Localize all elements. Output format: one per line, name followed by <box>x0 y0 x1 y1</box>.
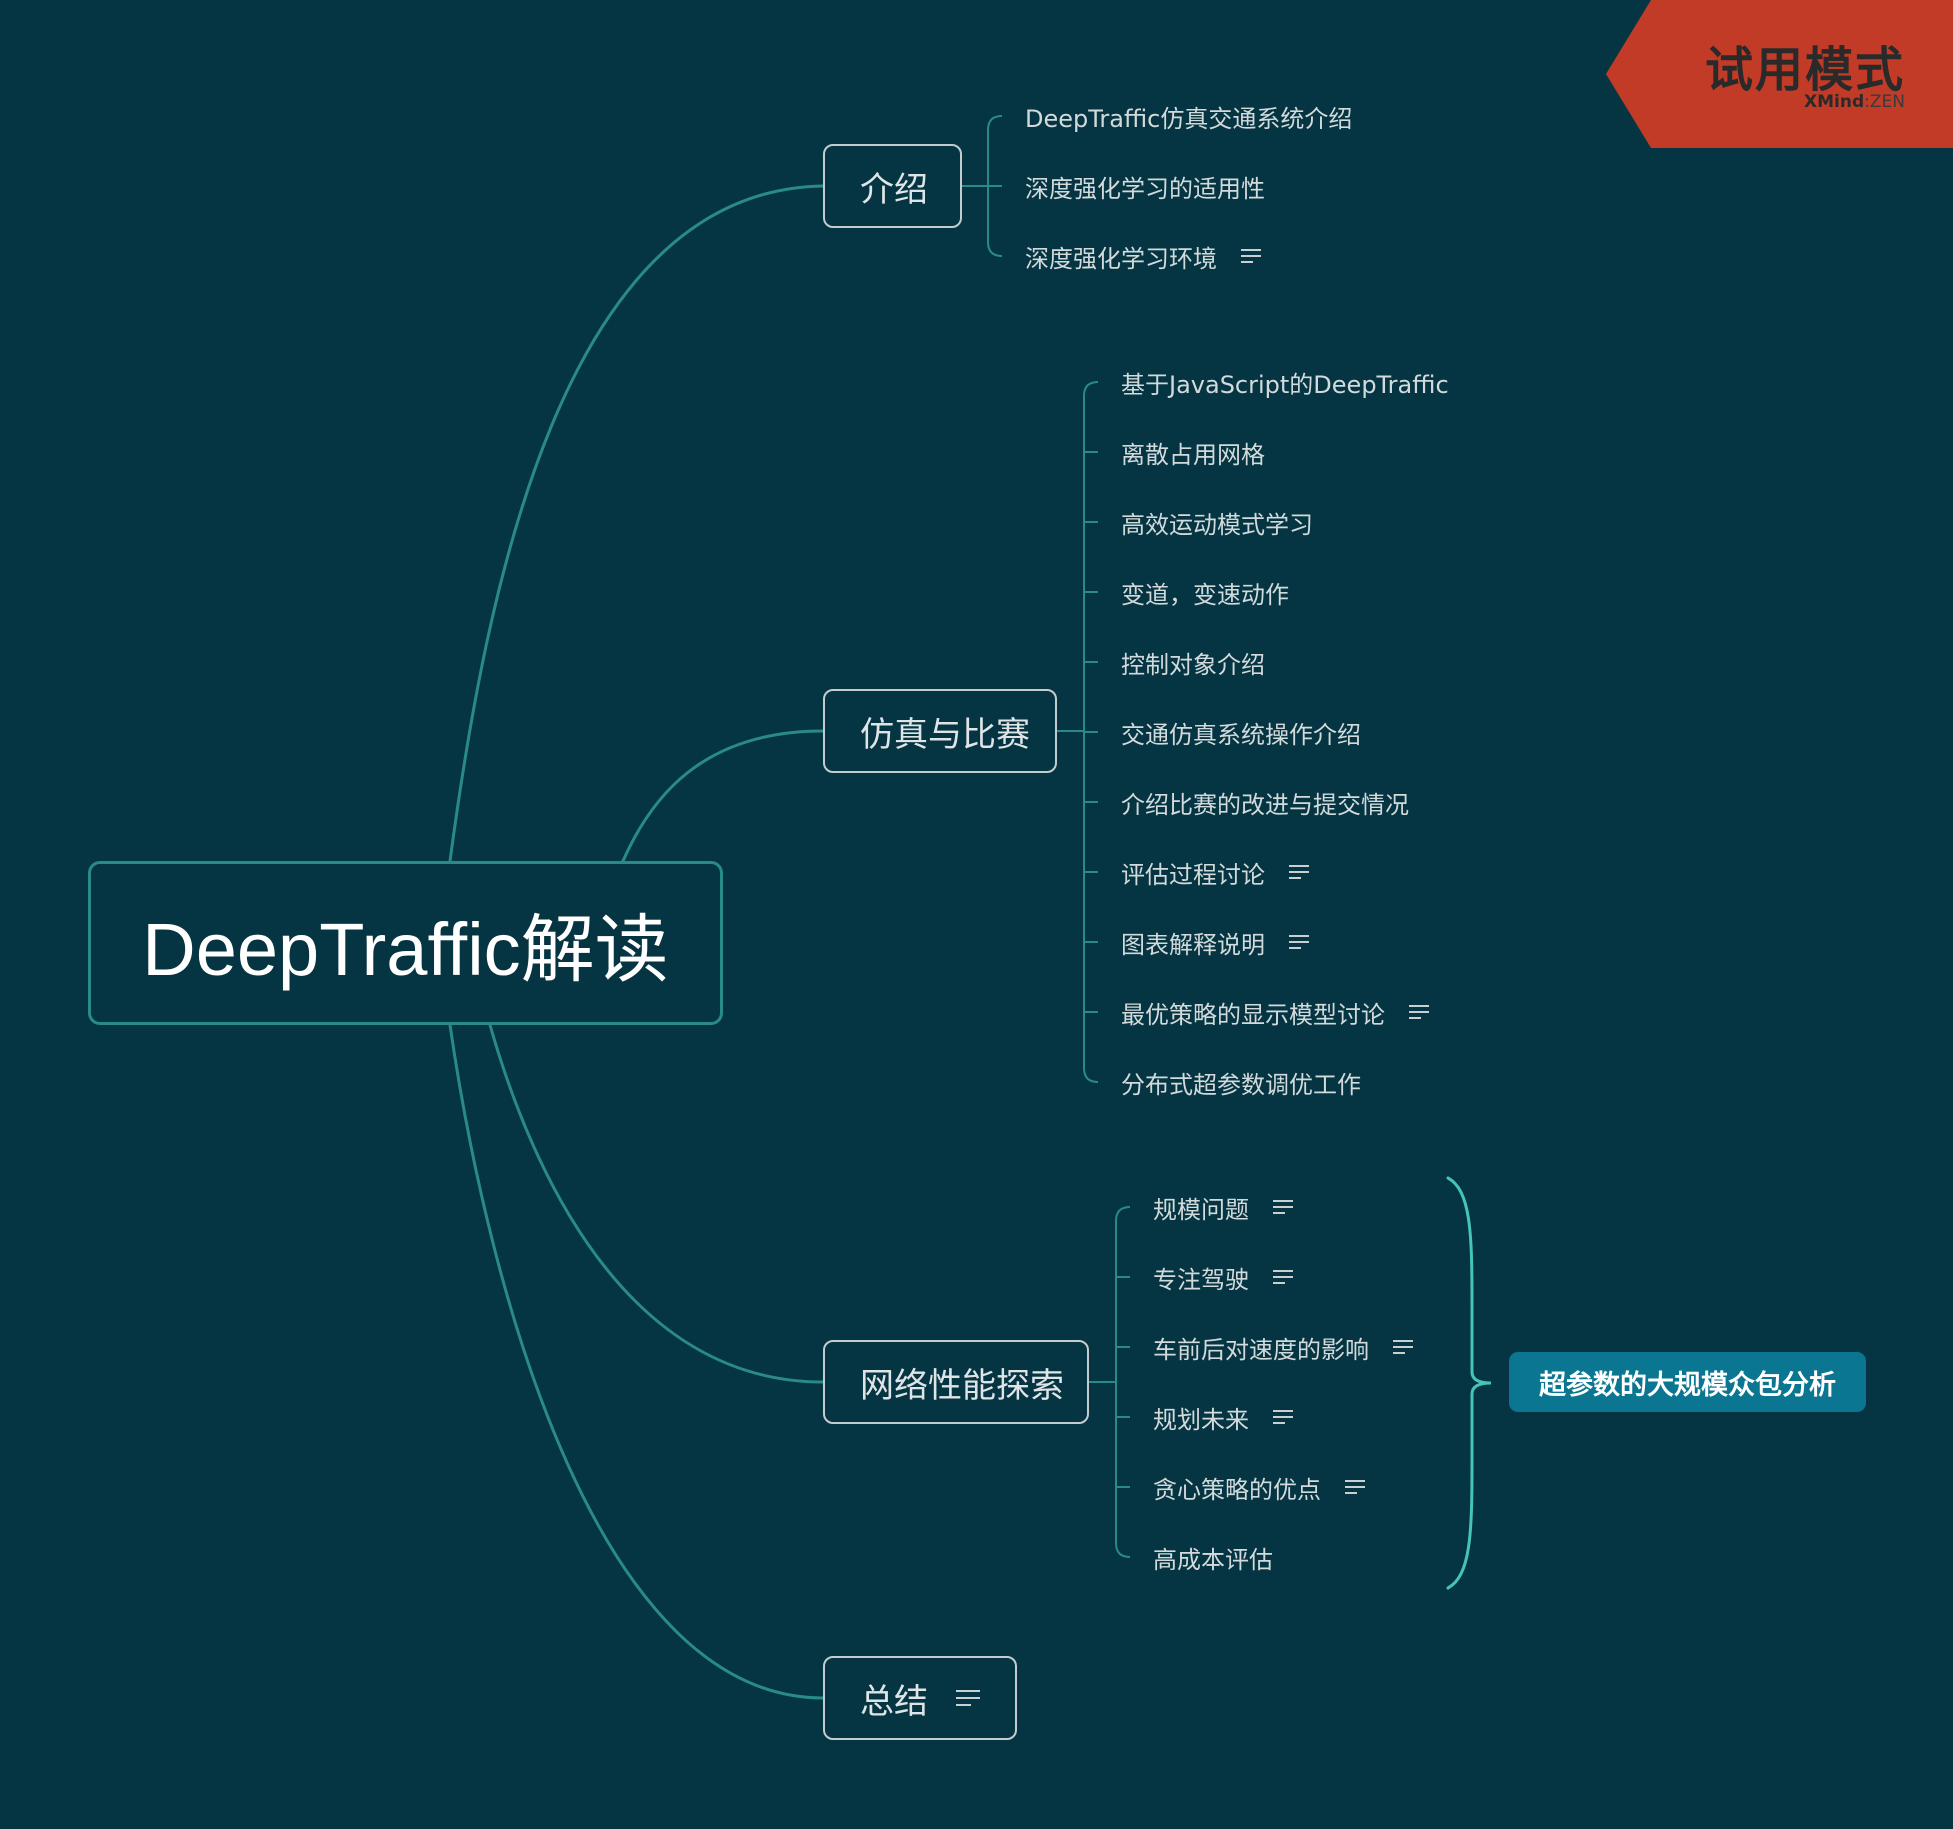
brand-separator: : <box>1864 92 1870 112</box>
branch-topic[interactable]: 总结 <box>823 1656 1017 1740</box>
note-lines-icon[interactable] <box>1345 1479 1365 1495</box>
subtopic[interactable]: 规划未来 <box>1153 1400 1293 1434</box>
note-lines-icon[interactable] <box>1289 864 1309 880</box>
subtopic[interactable]: 最优策略的显示模型讨论 <box>1121 995 1429 1029</box>
connector-root-sim <box>621 729 825 863</box>
subtopic[interactable]: 深度强化学习的适用性 <box>1025 169 1265 203</box>
subtopic[interactable]: 评估过程讨论 <box>1121 855 1309 889</box>
summary-topic-label: 超参数的大规模众包分析 <box>1539 1369 1836 1401</box>
subtopic[interactable]: 贪心策略的优点 <box>1153 1470 1365 1504</box>
branch-topic[interactable]: 仿真与比赛 <box>823 689 1057 773</box>
subtopic[interactable]: 控制对象介绍 <box>1121 645 1265 679</box>
root-topic-label: DeepTraffic解读 <box>142 907 669 991</box>
branch-topic[interactable]: 介绍 <box>823 144 962 228</box>
subtopic[interactable]: 离散占用网格 <box>1121 435 1265 469</box>
subtopic[interactable]: 交通仿真系统操作介绍 <box>1121 715 1361 749</box>
trial-mode-text: 试用模式 <box>1704 42 1905 98</box>
banner-shape <box>1606 0 1953 148</box>
subtopic-label: 贪心策略的优点 <box>1153 1475 1321 1504</box>
brand-name: XMind <box>1804 92 1865 112</box>
note-lines-icon[interactable] <box>1273 1269 1293 1285</box>
note-lines-icon[interactable] <box>1273 1199 1293 1215</box>
subtopic-label: 深度强化学习的适用性 <box>1025 174 1265 203</box>
branch-topic-label: 总结 <box>860 1681 928 1722</box>
subtopic-label: 控制对象介绍 <box>1121 650 1265 679</box>
subtopic-label: 离散占用网格 <box>1121 440 1265 469</box>
subtopic-label: 基于JavaScript的DeepTraffic <box>1121 370 1449 399</box>
subtopic[interactable]: 分布式超参数调优工作 <box>1121 1065 1361 1099</box>
subtopic[interactable]: 图表解释说明 <box>1121 925 1309 959</box>
subtopic[interactable]: 介绍比赛的改进与提交情况 <box>1121 785 1409 819</box>
subtopic[interactable]: 专注驾驶 <box>1153 1260 1293 1294</box>
subtopic[interactable]: 深度强化学习环境 <box>1025 239 1261 273</box>
connector-trunk <box>1115 1206 1131 1558</box>
connector-root-summary <box>448 1023 825 1700</box>
connector-root-intro <box>448 184 825 863</box>
subtopic[interactable]: 变道，变速动作 <box>1121 575 1289 609</box>
subtopic[interactable]: 高成本评估 <box>1153 1540 1273 1574</box>
note-lines-icon[interactable] <box>1241 248 1261 264</box>
subtopic-label: 规模问题 <box>1153 1195 1249 1224</box>
note-lines-icon[interactable] <box>1289 934 1309 950</box>
subtopic-label: 交通仿真系统操作介绍 <box>1121 720 1361 749</box>
subtopic-label: 规划未来 <box>1153 1405 1249 1434</box>
note-lines-icon[interactable] <box>1273 1409 1293 1425</box>
brand-edition: ZEN <box>1869 92 1905 112</box>
subtopic[interactable]: 高效运动模式学习 <box>1121 505 1313 539</box>
note-lines-icon[interactable] <box>1409 1004 1429 1020</box>
subtopic[interactable]: 基于JavaScript的DeepTraffic <box>1121 365 1449 399</box>
subtopic[interactable]: DeepTraffic仿真交通系统介绍 <box>1025 99 1352 133</box>
connector-root-net <box>488 1023 825 1384</box>
subtopic-label: 最优策略的显示模型讨论 <box>1121 1000 1385 1029</box>
subtopic-label: 分布式超参数调优工作 <box>1121 1070 1361 1099</box>
subtopic-label: 介绍比赛的改进与提交情况 <box>1121 790 1409 819</box>
subtopic[interactable]: 规模问题 <box>1153 1190 1293 1224</box>
trial-mode-banner: 试用模式 XMind:ZEN <box>1606 0 1953 148</box>
branch-topic-label: 网络性能探索 <box>860 1365 1064 1406</box>
summary-topic[interactable]: 超参数的大规模众包分析 <box>1509 1352 1866 1412</box>
note-lines-icon[interactable] <box>956 1688 980 1708</box>
summary-bracket <box>1446 1176 1492 1590</box>
subtopic-label: 车前后对速度的影响 <box>1153 1335 1369 1364</box>
subtopic-label: 评估过程讨论 <box>1121 860 1265 889</box>
branch-topic[interactable]: 网络性能探索 <box>823 1340 1089 1424</box>
subtopic[interactable]: 车前后对速度的影响 <box>1153 1330 1413 1364</box>
subtopic-label: 专注驾驶 <box>1153 1265 1249 1294</box>
xmind-zen-logo: XMind:ZEN <box>1804 92 1905 112</box>
subtopic-label: 深度强化学习环境 <box>1025 244 1217 273</box>
subtopic-label: 变道，变速动作 <box>1121 580 1289 609</box>
subtopic-label: 高效运动模式学习 <box>1121 510 1313 539</box>
subtopic-label: 高成本评估 <box>1153 1545 1273 1574</box>
root-topic[interactable]: DeepTraffic解读 <box>88 861 723 1025</box>
branch-topic-label: 仿真与比赛 <box>860 714 1030 755</box>
branch-topic-label: 介绍 <box>860 169 928 210</box>
note-lines-icon[interactable] <box>1393 1339 1413 1355</box>
subtopic-label: 图表解释说明 <box>1121 930 1265 959</box>
subtopic-label: DeepTraffic仿真交通系统介绍 <box>1025 104 1353 133</box>
